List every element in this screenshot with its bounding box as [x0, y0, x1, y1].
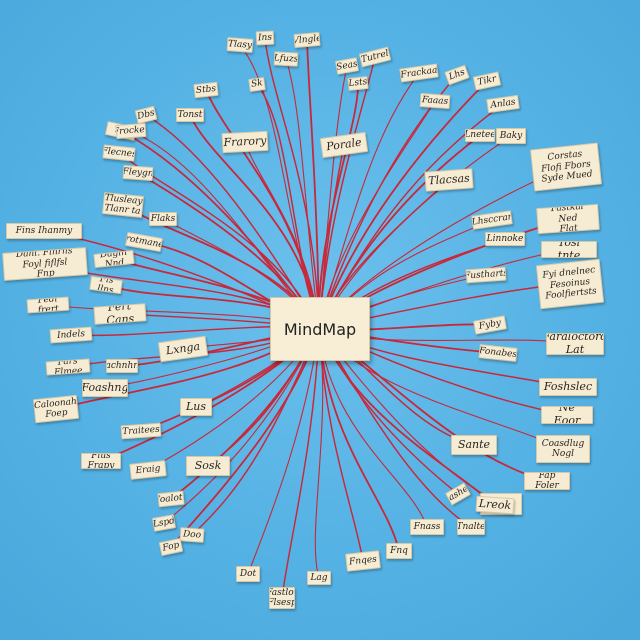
- branch-line: [318, 56, 376, 329]
- branch-line: [264, 37, 320, 329]
- node-foshslec[interactable]: Foshslec: [539, 378, 597, 396]
- node-lnetee[interactable]: Lnetee: [465, 129, 495, 142]
- central-node[interactable]: MindMap: [270, 297, 370, 361]
- node-tonst[interactable]: Tonst: [176, 108, 204, 122]
- branch-line: [247, 327, 320, 575]
- branch-line: [306, 39, 320, 329]
- node-fnq[interactable]: Fnq: [386, 543, 412, 559]
- node-baky[interactable]: Baky: [496, 128, 526, 144]
- node-indels[interactable]: Indels: [49, 326, 93, 344]
- node-ne-eoor[interactable]: Ne Eoor: [541, 406, 593, 424]
- node-stbs[interactable]: Stbs: [193, 81, 219, 99]
- branch-line: [205, 89, 320, 329]
- node-flus-frapy[interactable]: Flus Frapy: [81, 453, 121, 469]
- branch-line: [145, 114, 320, 329]
- branch-line: [189, 114, 320, 329]
- node-tnalte[interactable]: Tnalte: [457, 519, 485, 535]
- node-fnass[interactable]: Fnass: [410, 519, 444, 535]
- node-fap-foler[interactable]: Fap Foler: [524, 472, 570, 490]
- node-fert-cans[interactable]: Fert Cans: [93, 303, 147, 325]
- node-caloonah[interactable]: Caloonah Foep: [32, 394, 80, 424]
- node-frocker[interactable]: Frocker: [115, 122, 147, 140]
- node-vlngle[interactable]: Vlngle: [293, 31, 321, 49]
- branch-line: [314, 327, 324, 579]
- node-lsts[interactable]: Lsts: [347, 75, 369, 92]
- node-faraloctord[interactable]: Faraloctord Lat: [546, 333, 604, 355]
- node-tosl-tnte[interactable]: Tosl tnte: [541, 241, 597, 258]
- branch-line: [318, 327, 428, 528]
- branch-line: [163, 327, 320, 524]
- node-fleygn[interactable]: Fleygn: [122, 164, 154, 182]
- node-pedl-frert[interactable]: Pedl frert: [26, 296, 70, 314]
- branch-line: [285, 58, 320, 329]
- branch-line: [318, 80, 488, 329]
- node-coasdlug[interactable]: Coasdlug Nogl: [536, 435, 590, 463]
- node-dot[interactable]: Dot: [236, 566, 260, 582]
- node-lreok[interactable]: Lreok: [475, 495, 515, 515]
- node-linnoke[interactable]: Linnoke: [485, 232, 525, 246]
- node-frarory[interactable]: Frarory: [221, 130, 269, 154]
- node-fnqes[interactable]: Fnqes: [345, 550, 381, 572]
- node-corstas[interactable]: Corstas Flofi Fbors Syde Mued: [529, 142, 603, 192]
- node-tlacsas[interactable]: Tlacsas: [424, 168, 474, 192]
- branch-line: [244, 141, 320, 329]
- node-lag[interactable]: Lag: [307, 571, 331, 585]
- node-sante[interactable]: Sante: [451, 435, 497, 455]
- node-ins[interactable]: Ins: [255, 30, 275, 46]
- node-fins-ihanmy[interactable]: Fins Ihanmy: [6, 223, 82, 239]
- branch-line: [191, 327, 320, 536]
- node-lfuzs[interactable]: Lfuzs: [273, 51, 299, 67]
- branch-line: [256, 83, 320, 329]
- node-flaks[interactable]: Flaks: [149, 212, 177, 226]
- branch-line: [281, 327, 320, 599]
- node-doo[interactable]: Doo: [179, 527, 205, 543]
- node-faaas[interactable]: Faaas: [419, 92, 451, 110]
- node-lus[interactable]: Lus: [180, 398, 212, 416]
- node-sosk[interactable]: Sosk: [186, 456, 230, 476]
- branch-line: [318, 82, 359, 329]
- node-traitees[interactable]: Traitees: [120, 422, 162, 440]
- node-foalote[interactable]: Foalote: [157, 490, 185, 508]
- node-foashng[interactable]: Foashng: [82, 379, 128, 397]
- node-fustharts[interactable]: Fustharts: [465, 266, 507, 284]
- node-danl-flnrhs[interactable]: Danl. Flnrhs Foyl fiflfsl Fnp: [2, 247, 88, 281]
- branch-line: [318, 100, 436, 329]
- node-fachnhny[interactable]: Fachnhny: [106, 359, 138, 373]
- node-tlusleay[interactable]: Tlusleay Tlanr ta: [101, 191, 145, 219]
- node-sk[interactable]: Sk: [248, 76, 266, 93]
- node-tlasy[interactable]: Tlasy: [226, 37, 254, 53]
- node-fyi-dnelnec[interactable]: Fyi dnelnec Fesoinus Foolfiertsts: [535, 258, 605, 310]
- branch-line: [318, 327, 400, 552]
- node-fastkal-ned[interactable]: Fastkal Ned Flat: [536, 203, 600, 235]
- node-fastlor[interactable]: Fastlor Flsesp: [269, 587, 295, 609]
